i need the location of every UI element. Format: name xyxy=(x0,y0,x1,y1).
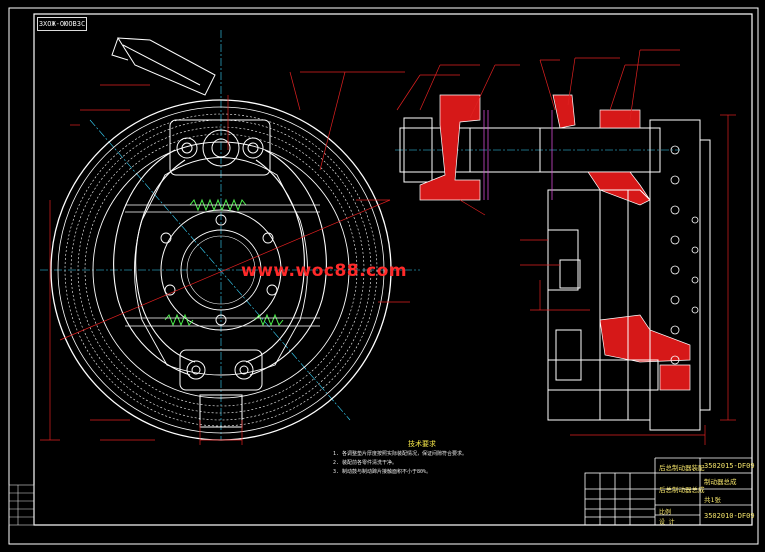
notes-title: 技术要求 xyxy=(408,440,436,448)
centerlines xyxy=(40,30,420,440)
note-line-1: 1. 各调整垫片厚度按照实际装配情况，保证间隙符合要求。 xyxy=(333,451,468,457)
note-line-2: 2. 装配前各零件清洗干净。 xyxy=(333,460,398,466)
dimension-lines xyxy=(40,71,410,445)
brake-front-view xyxy=(40,30,420,445)
scale-label: 比例 xyxy=(659,509,672,516)
revision-sidebar xyxy=(8,484,35,526)
note-line-3: 3. 制动鼓与制动蹄片接触面积不小于80%。 xyxy=(333,469,432,475)
return-springs xyxy=(164,198,284,327)
brake-section-view xyxy=(395,49,736,445)
title-mid: 后总制动器总成 xyxy=(659,486,705,494)
title-block-frame xyxy=(584,457,753,526)
title-top: 后总制动器装配 xyxy=(659,464,705,472)
footer-label: 设 计 xyxy=(659,519,675,526)
sheet-label: 共1张 xyxy=(704,496,721,504)
section-hatch xyxy=(419,94,691,391)
code-bottom: 3502010-DF09 xyxy=(704,512,755,520)
subtitle: 制动器总成 xyxy=(704,478,737,486)
bolt-holes xyxy=(160,214,278,326)
watermark-text: www.woc88.com xyxy=(241,261,408,281)
code-top: 3502015-DF09 xyxy=(704,462,755,470)
drawing-frame xyxy=(8,7,759,545)
drawing-code-label: ЗХОЖ-ОЮОВЗС xyxy=(37,17,87,31)
